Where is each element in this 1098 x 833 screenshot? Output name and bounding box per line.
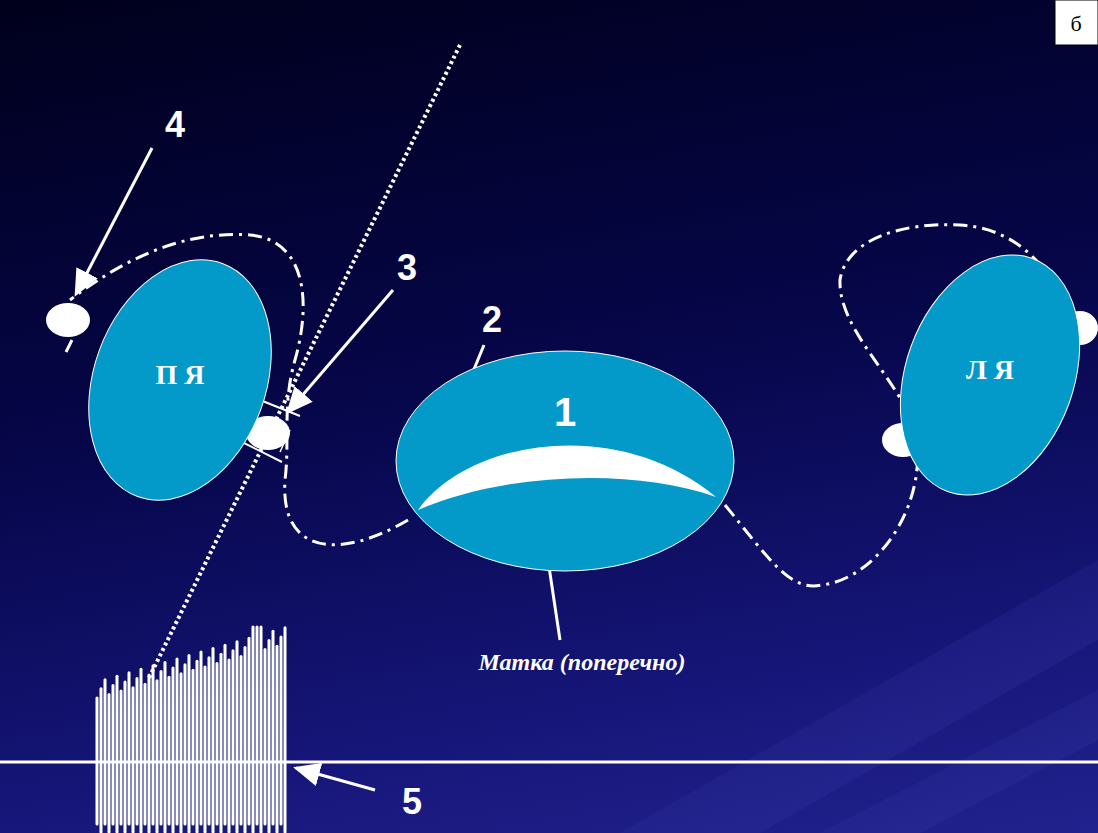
spectrum-stroke [260,627,263,832]
spectrum-stroke [240,657,243,824]
spectrum-stroke [164,662,167,832]
spectrum-stroke [208,658,211,824]
spectrum-stroke [136,678,139,824]
spectrum-stroke [108,695,111,832]
spectrum-stroke [224,645,227,824]
callout-number: 4 [165,104,185,146]
left-ovary: Л Я [895,245,1085,505]
spectrum-stroke [104,680,107,824]
shape-outline [395,350,735,572]
spectrum-stroke [268,640,271,832]
spectrum-stroke [204,667,207,832]
organ-caption: Матка (поперечно) [479,649,686,676]
spectrum-stroke [192,670,195,824]
spectrum-stroke [168,677,171,824]
spectrum-stroke [184,665,187,824]
node-text: П Я [156,359,205,391]
background-streak [620,560,1098,833]
spectrum-stroke [244,647,247,832]
endometrium [418,445,716,510]
callout-number: 3 [397,247,417,289]
spectrum-stroke [220,654,223,832]
spectrum-stroke [200,652,203,824]
fimbria-oval [46,303,90,337]
spectrum-stroke [140,669,143,832]
callout-number: 2 [482,299,502,341]
node-text: Л Я [966,354,1014,386]
spectrum-stroke [256,627,259,824]
ovary-outline [57,234,303,526]
uterus: 1 [395,350,735,572]
leader-arrow [296,768,375,790]
spectrum-stroke [252,627,255,832]
label-box [1055,0,1098,45]
spectrum-stroke [112,685,115,824]
spectrum-stroke [116,676,119,832]
spectrum-stroke [232,651,235,824]
spectrum-stroke [172,668,175,832]
spectrum-stroke [236,642,239,832]
spectrum-stroke [228,660,231,832]
ovary-outline [869,230,1098,521]
spectrum-stroke [264,650,267,824]
spectrum-stroke [156,681,159,832]
leader-arrow [288,290,393,412]
spectrum-stroke [152,666,155,824]
scan-line [148,45,460,680]
callout-number: 5 [402,781,422,823]
leader-arrow [76,148,152,294]
spectrum-stroke [212,649,215,832]
spectrum-stroke [248,638,251,824]
spectrum-stroke [160,672,163,824]
spectrum-stroke [180,674,183,832]
node-text: 1 [554,390,576,435]
spectrum-stroke [272,631,275,824]
spectrum-stroke [276,646,279,832]
spectrum-stroke [148,675,151,832]
spectrum-stroke [176,659,179,824]
spectrum-stroke [196,661,199,832]
right-ovary: П Я [85,250,275,510]
spectrum-stroke [284,628,287,832]
spectrum-stroke [144,684,147,824]
uterus-outline [396,351,734,571]
spectrum-stroke [124,682,127,832]
spectrum-stroke [96,698,99,824]
spectrum-stroke [100,689,103,832]
panel-letter-box: б [1055,0,1098,45]
spectrum-stroke [280,637,283,824]
spectrum-stroke [128,673,131,824]
fallopian-tube [66,340,72,352]
spectrum-stroke [132,688,135,832]
spectrum-stroke [120,691,123,824]
node-text: б [1070,11,1081,37]
spectrum-stroke [188,656,191,832]
doppler-spectrum [97,627,285,832]
spectrum-stroke [216,663,219,824]
